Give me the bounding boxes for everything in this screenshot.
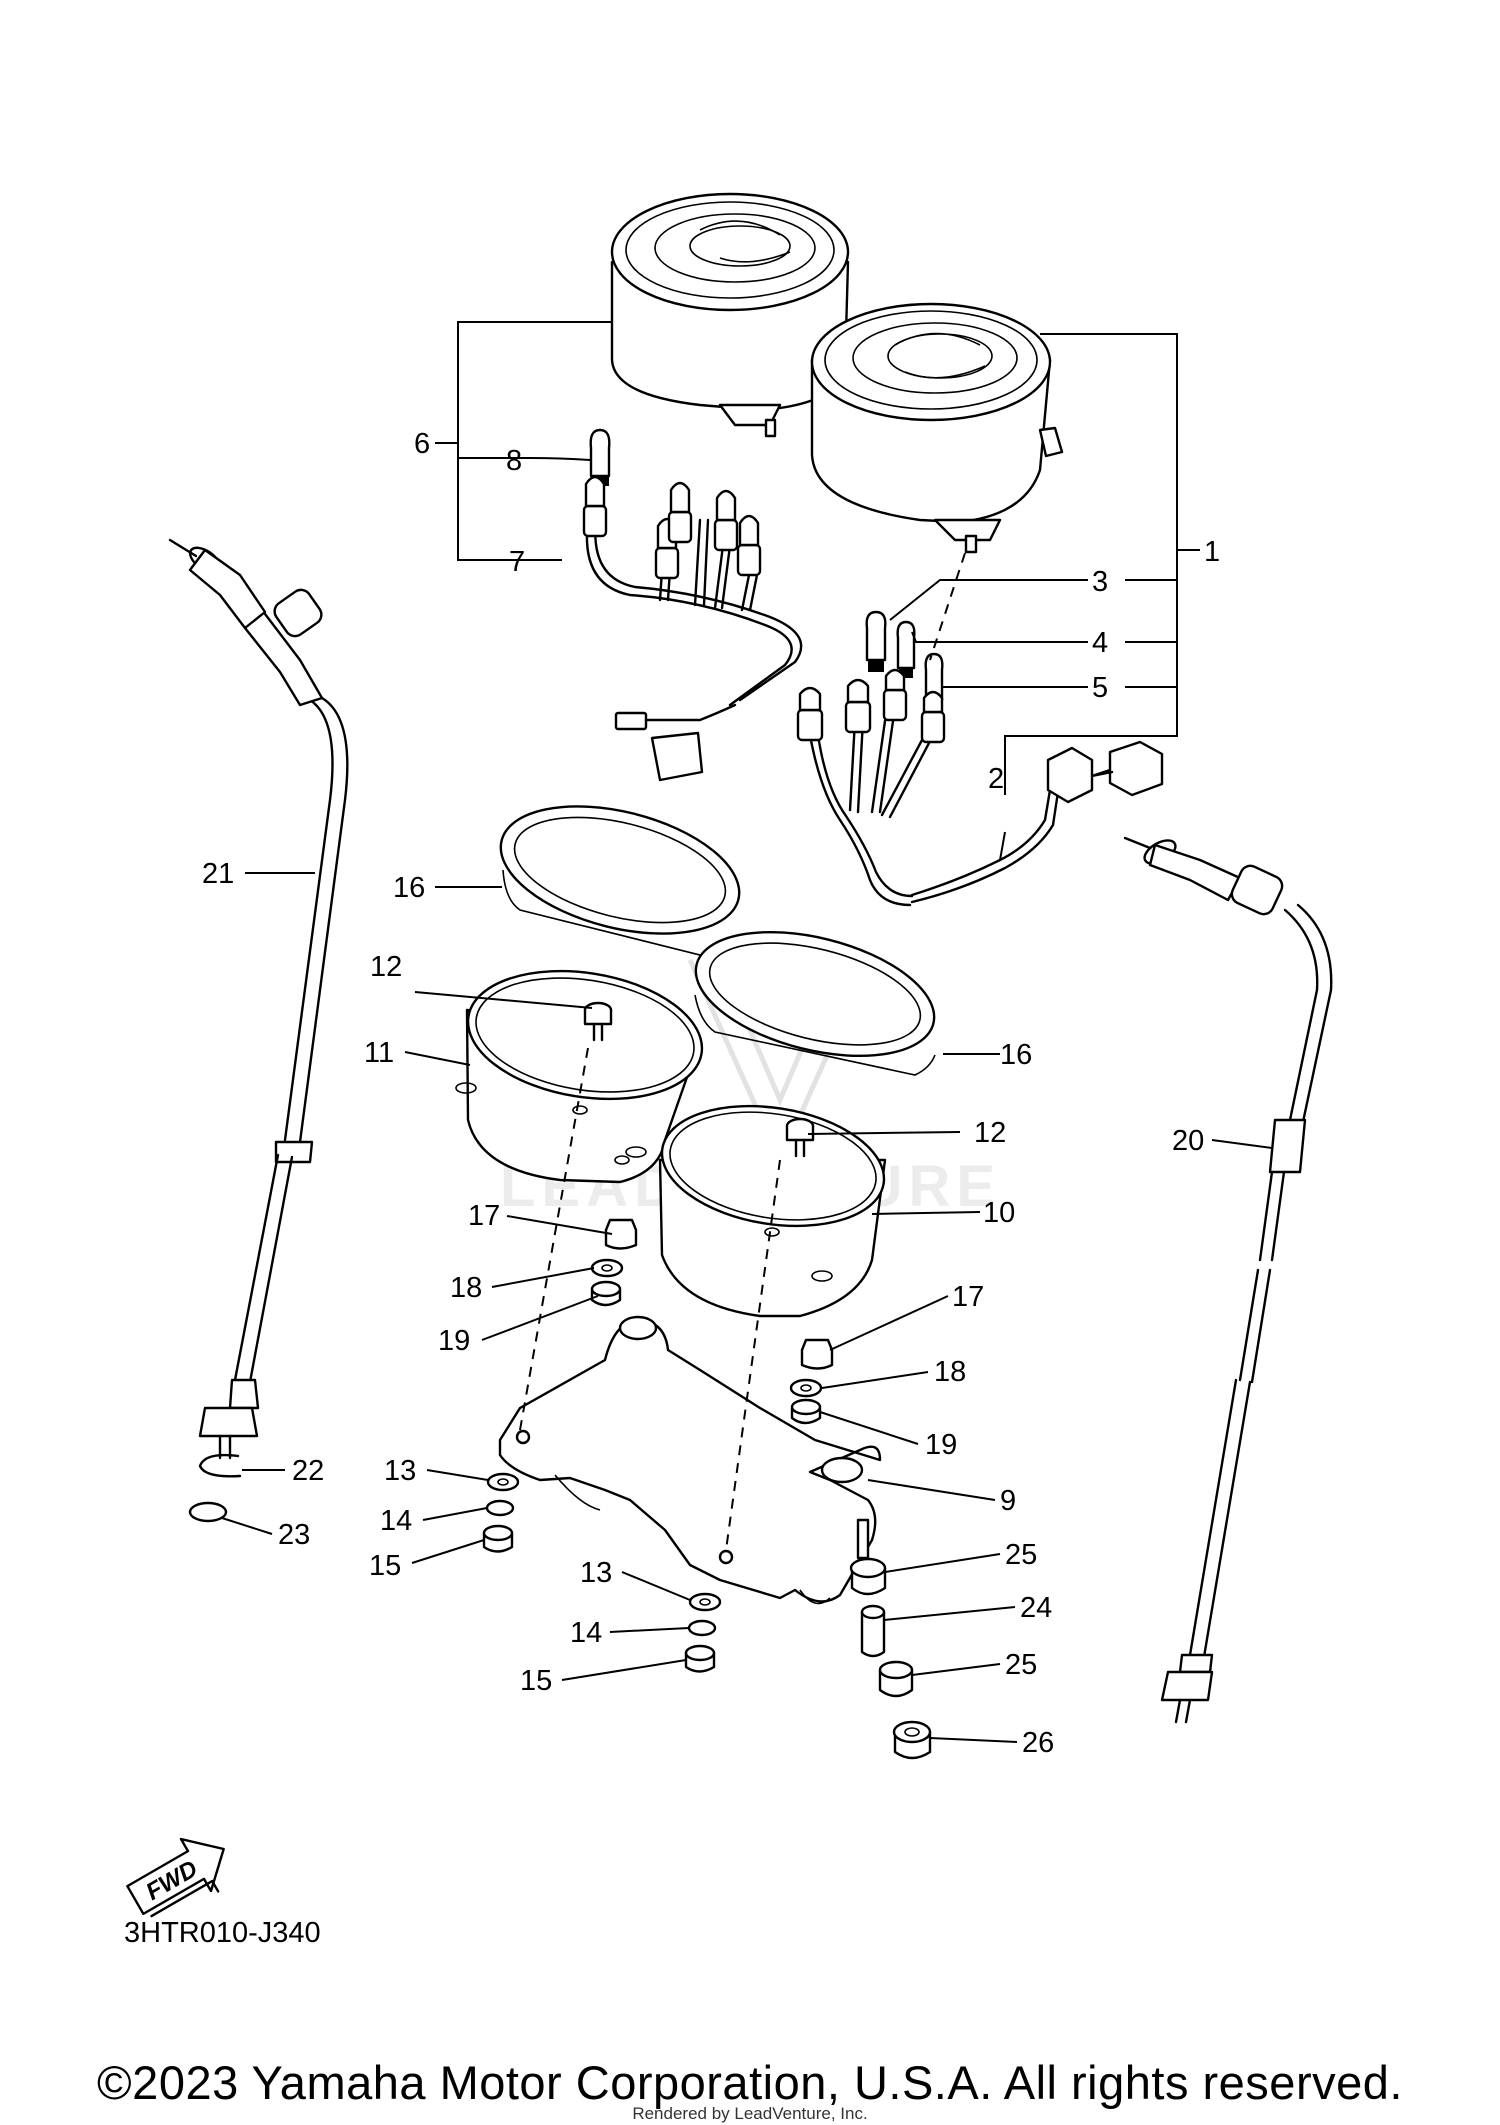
speedometer-harness-2 [796,668,1164,907]
tachometer-meter [610,192,850,438]
callout-2: 2 [988,763,1004,795]
callout-19-right: 19 [925,1429,957,1461]
callout-labels: 1 2 3 4 5 6 7 8 9 10 11 12 12 13 13 14 1… [202,428,1220,1759]
callout-6: 6 [414,428,430,460]
callout-23: 23 [278,1519,310,1551]
grommet-damper-collar-left [590,1218,638,1307]
o-ring-23 [188,1501,228,1523]
grommet-damper-collar-right [789,1338,834,1425]
callout-11: 11 [364,1037,394,1069]
bulbs-3-4-5 [865,610,944,710]
callout-24: 24 [1020,1592,1052,1624]
callout-14-left: 14 [380,1505,412,1537]
callout-16-lower: 16 [1000,1039,1032,1071]
callout-25-lower: 25 [1005,1649,1037,1681]
callout-15-left: 15 [369,1550,401,1582]
meter-bracket-9 [498,1315,882,1605]
washer-nut-set-left [482,1472,520,1553]
callout-12-lower: 12 [974,1117,1006,1149]
copyright-notice: ©2023 Yamaha Motor Corporation, U.S.A. A… [97,2056,1403,2109]
damper-collar-cap-stack [849,1557,932,1760]
rubber-ring-16-upper [499,805,741,961]
washer-nut-set-right [684,1592,722,1673]
rubber-ring-16-lower [694,930,936,1076]
circlip-22 [198,1453,242,1478]
callout-14-right: 14 [570,1617,602,1649]
callout-13-left: 13 [384,1455,416,1487]
tachometer-cable-21 [168,538,349,1460]
leader-lines [221,321,1273,1743]
callout-15-right: 15 [520,1665,552,1697]
socket-harness-7 [582,475,803,782]
callout-8: 8 [506,445,522,477]
callout-4: 4 [1092,627,1108,659]
callout-17-right: 17 [952,1281,984,1313]
callout-22: 22 [292,1455,324,1487]
callout-1: 1 [1204,536,1220,568]
callout-13-right: 13 [580,1557,612,1589]
callout-19-left: 19 [438,1325,470,1357]
callout-10: 10 [983,1197,1015,1229]
rendered-by-notice: Rendered by LeadVenture, Inc. [632,2104,868,2123]
callout-9: 9 [1000,1485,1016,1517]
forward-arrow-icon: FWD [126,1837,225,1918]
callout-16-upper: 16 [393,872,425,904]
callout-12-upper: 12 [370,951,402,983]
callout-18-right: 18 [934,1356,966,1388]
callout-20: 20 [1172,1125,1204,1157]
callout-7: 7 [509,546,525,578]
callout-18-left: 18 [450,1272,482,1304]
callout-21: 21 [202,858,234,890]
callout-17-left: 17 [468,1200,500,1232]
callout-3: 3 [1092,566,1108,598]
callout-26: 26 [1022,1727,1054,1759]
diagram-code: 3HTR010-J340 [124,1917,321,1949]
meter-case-10 [658,1104,887,1318]
speedometer-meter [810,302,1064,554]
speedometer-cable-20 [1123,836,1333,1724]
callout-25-upper: 25 [1005,1539,1037,1571]
callout-5: 5 [1092,672,1108,704]
